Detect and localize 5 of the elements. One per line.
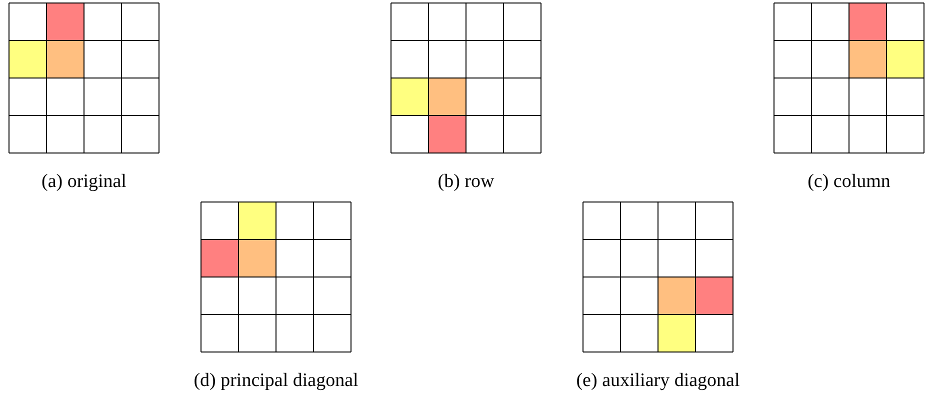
figure-caption: (c) column [808,171,890,193]
figure-caption: (a) original [42,171,126,193]
figure-caption: (d) principal diagonal [194,370,358,392]
figure-caption: (b) row [438,171,494,193]
figure-caption: (e) auxiliary diagonal [576,370,740,392]
